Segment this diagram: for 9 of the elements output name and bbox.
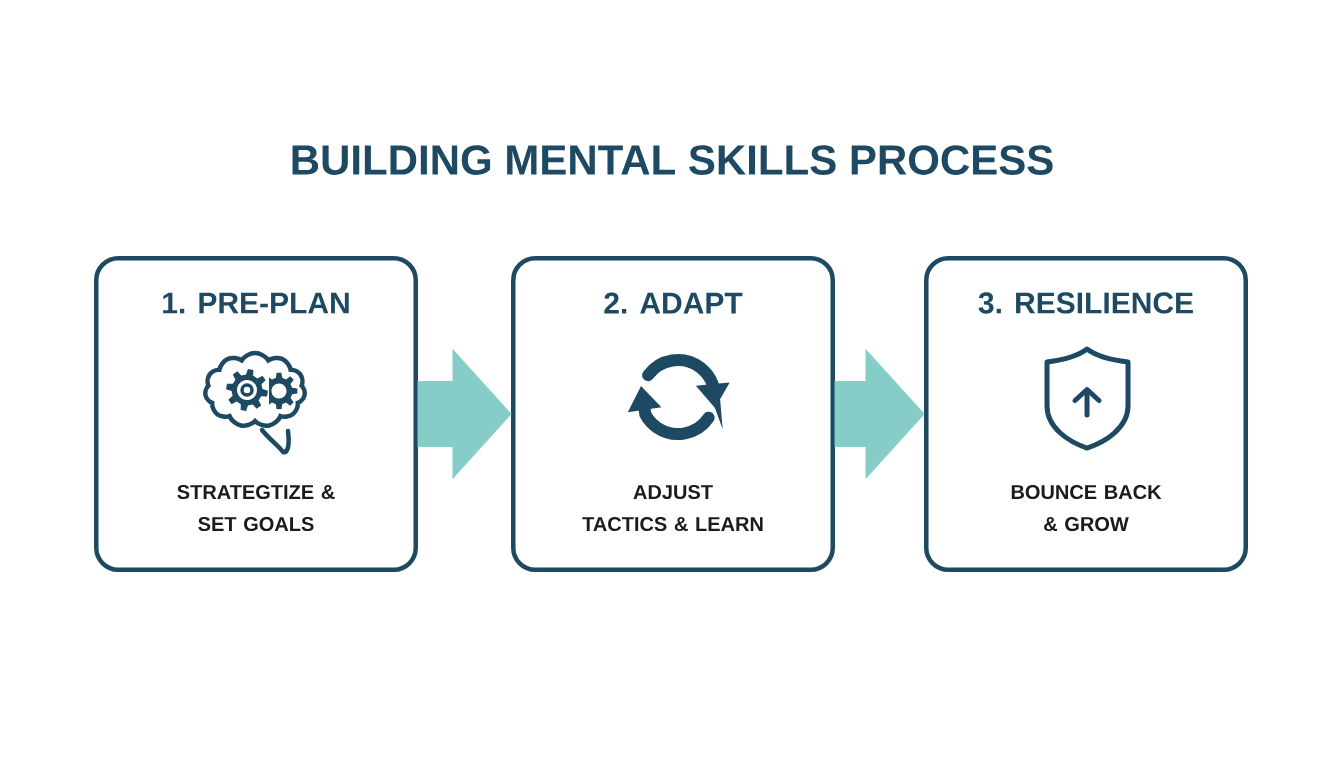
arrow (834, 349, 925, 479)
step-description: ADJUST TACTICS & LEARN (582, 484, 763, 532)
step-description: STRATEGTIZE & SET GOALS (177, 484, 335, 532)
step-title: 3. RESILIENCE (978, 292, 1193, 314)
step-title: 2. ADAPT (604, 292, 743, 314)
arrow (417, 349, 512, 479)
diagram-title: BUILDING MENTAL SKILLS PROCESS (292, 145, 1053, 175)
step-description: BOUNCE BACK & GROW (1011, 484, 1162, 532)
step-title: 1. PRE-PLAN (163, 292, 349, 314)
